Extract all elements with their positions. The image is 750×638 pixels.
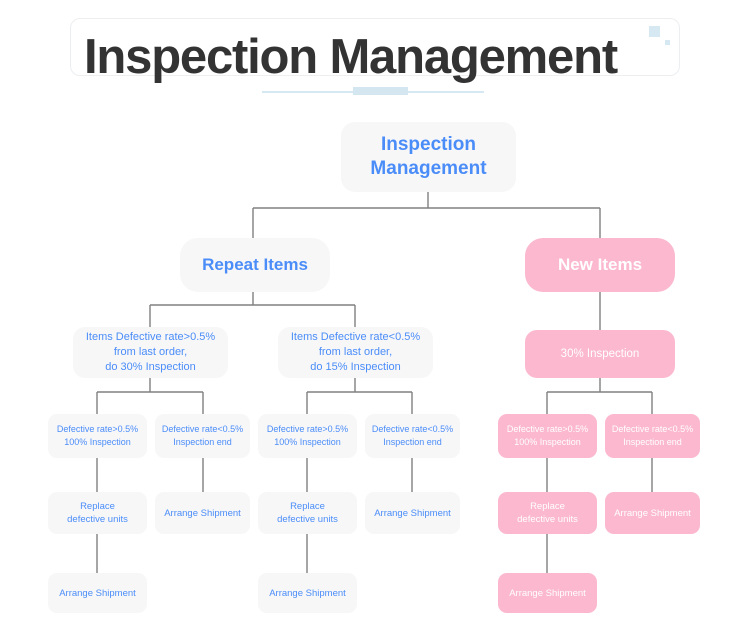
node-new-items[interactable]: New Items — [525, 238, 675, 292]
title-underline-highlight — [353, 87, 408, 95]
node-repeat-low-final-shipment[interactable]: Arrange Shipment — [258, 573, 357, 613]
decorative-square-icon — [649, 26, 660, 37]
node-repeat-high-rate-gt[interactable]: Defective rate>0.5% 100% Inspection — [48, 414, 147, 458]
node-repeat-low-replace-units[interactable]: Replace defective units — [258, 492, 357, 534]
node-repeat-low-rate-gt[interactable]: Defective rate>0.5% 100% Inspection — [258, 414, 357, 458]
node-new-items-rate-gt[interactable]: Defective rate>0.5% 100% Inspection — [498, 414, 597, 458]
node-new-items-arrange-shipment[interactable]: Arrange Shipment — [605, 492, 700, 534]
node-repeat-high-replace-units[interactable]: Replace defective units — [48, 492, 147, 534]
node-new-items-30-inspection[interactable]: 30% Inspection — [525, 330, 675, 378]
node-repeat-high-rate-lt[interactable]: Defective rate<0.5% Inspection end — [155, 414, 250, 458]
title-card — [70, 18, 680, 76]
node-repeat-items[interactable]: Repeat Items — [180, 238, 330, 292]
node-new-items-final-shipment[interactable]: Arrange Shipment — [498, 573, 597, 613]
page-title: Inspection Management — [84, 30, 618, 84]
node-repeat-low-defect[interactable]: Items Defective rate<0.5% from last orde… — [278, 327, 433, 378]
node-repeat-high-final-shipment[interactable]: Arrange Shipment — [48, 573, 147, 613]
node-repeat-high-defect[interactable]: Items Defective rate>0.5% from last orde… — [73, 327, 228, 378]
node-repeat-low-arrange-shipment[interactable]: Arrange Shipment — [365, 492, 460, 534]
node-new-items-rate-lt[interactable]: Defective rate<0.5% Inspection end — [605, 414, 700, 458]
node-repeat-low-rate-lt[interactable]: Defective rate<0.5% Inspection end — [365, 414, 460, 458]
node-repeat-high-arrange-shipment[interactable]: Arrange Shipment — [155, 492, 250, 534]
node-new-items-replace-units[interactable]: Replace defective units — [498, 492, 597, 534]
node-inspection-management[interactable]: Inspection Management — [341, 122, 516, 192]
decorative-square-small-icon — [665, 40, 670, 45]
